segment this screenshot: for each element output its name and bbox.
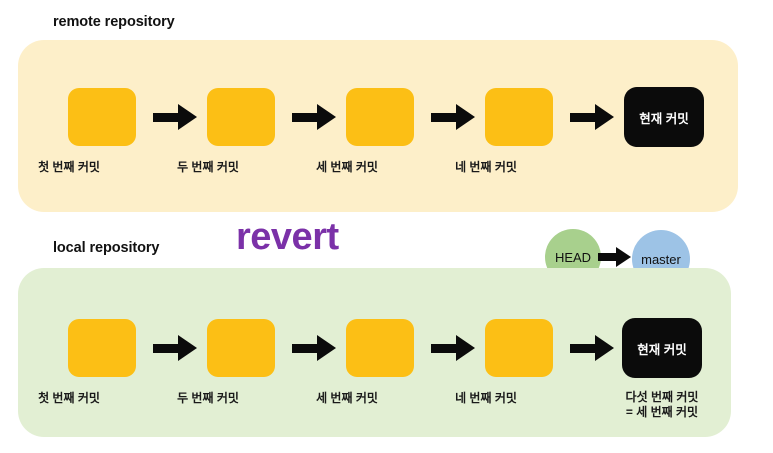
master-ref-label: master [641,251,681,267]
commit-node-remote-2[interactable] [207,88,275,146]
arrow-right-icon-local-1 [153,335,197,361]
commit-node-local-current-label: 현재 커밋 [637,342,687,357]
arrow-right-icon-remote-3 [431,104,475,130]
commit-node-local-1[interactable] [68,319,136,377]
commit-node-remote-1[interactable] [68,88,136,146]
commit-node-remote-current-label: 현재 커밋 [639,111,689,126]
arrow-right-icon-head-to-master [598,247,631,267]
commit-node-remote-current[interactable]: 현재 커밋 [624,87,704,147]
commit-node-remote-4[interactable] [485,88,553,146]
commit-label-local-1: 첫 번째 커밋 [38,391,100,405]
commit-label-remote-2: 두 번째 커밋 [177,160,239,174]
arrow-right-icon-remote-1 [153,104,197,130]
arrow-right-icon-local-4 [570,335,614,361]
local-repository-caption: local repository [53,240,160,256]
arrow-right-icon-local-3 [431,335,475,361]
commit-label-local-3: 세 번째 커밋 [316,391,378,405]
revert-operation-label: revert [236,216,339,258]
commit-node-local-4[interactable] [485,319,553,377]
commit-label-local-2: 두 번째 커밋 [177,391,239,405]
arrow-right-icon-remote-4 [570,104,614,130]
commit-node-local-current[interactable]: 현재 커밋 [622,318,702,378]
commit-node-remote-3[interactable] [346,88,414,146]
commit-label-remote-3: 세 번째 커밋 [316,160,378,174]
commit-label-local-4: 네 번째 커밋 [455,391,517,405]
commit-label-remote-4: 네 번째 커밋 [455,160,517,174]
commit-label-remote-1: 첫 번째 커밋 [38,160,100,174]
commit-node-local-2[interactable] [207,319,275,377]
remote-repository-caption: remote repository [53,14,175,30]
commit-label-local-current: 다섯 번째 커밋 = 세 번째 커밋 [625,390,699,419]
commit-node-local-3[interactable] [346,319,414,377]
head-ref-label: HEAD [554,249,592,265]
arrow-right-icon-local-2 [292,335,336,361]
arrow-right-icon-remote-2 [292,104,336,130]
